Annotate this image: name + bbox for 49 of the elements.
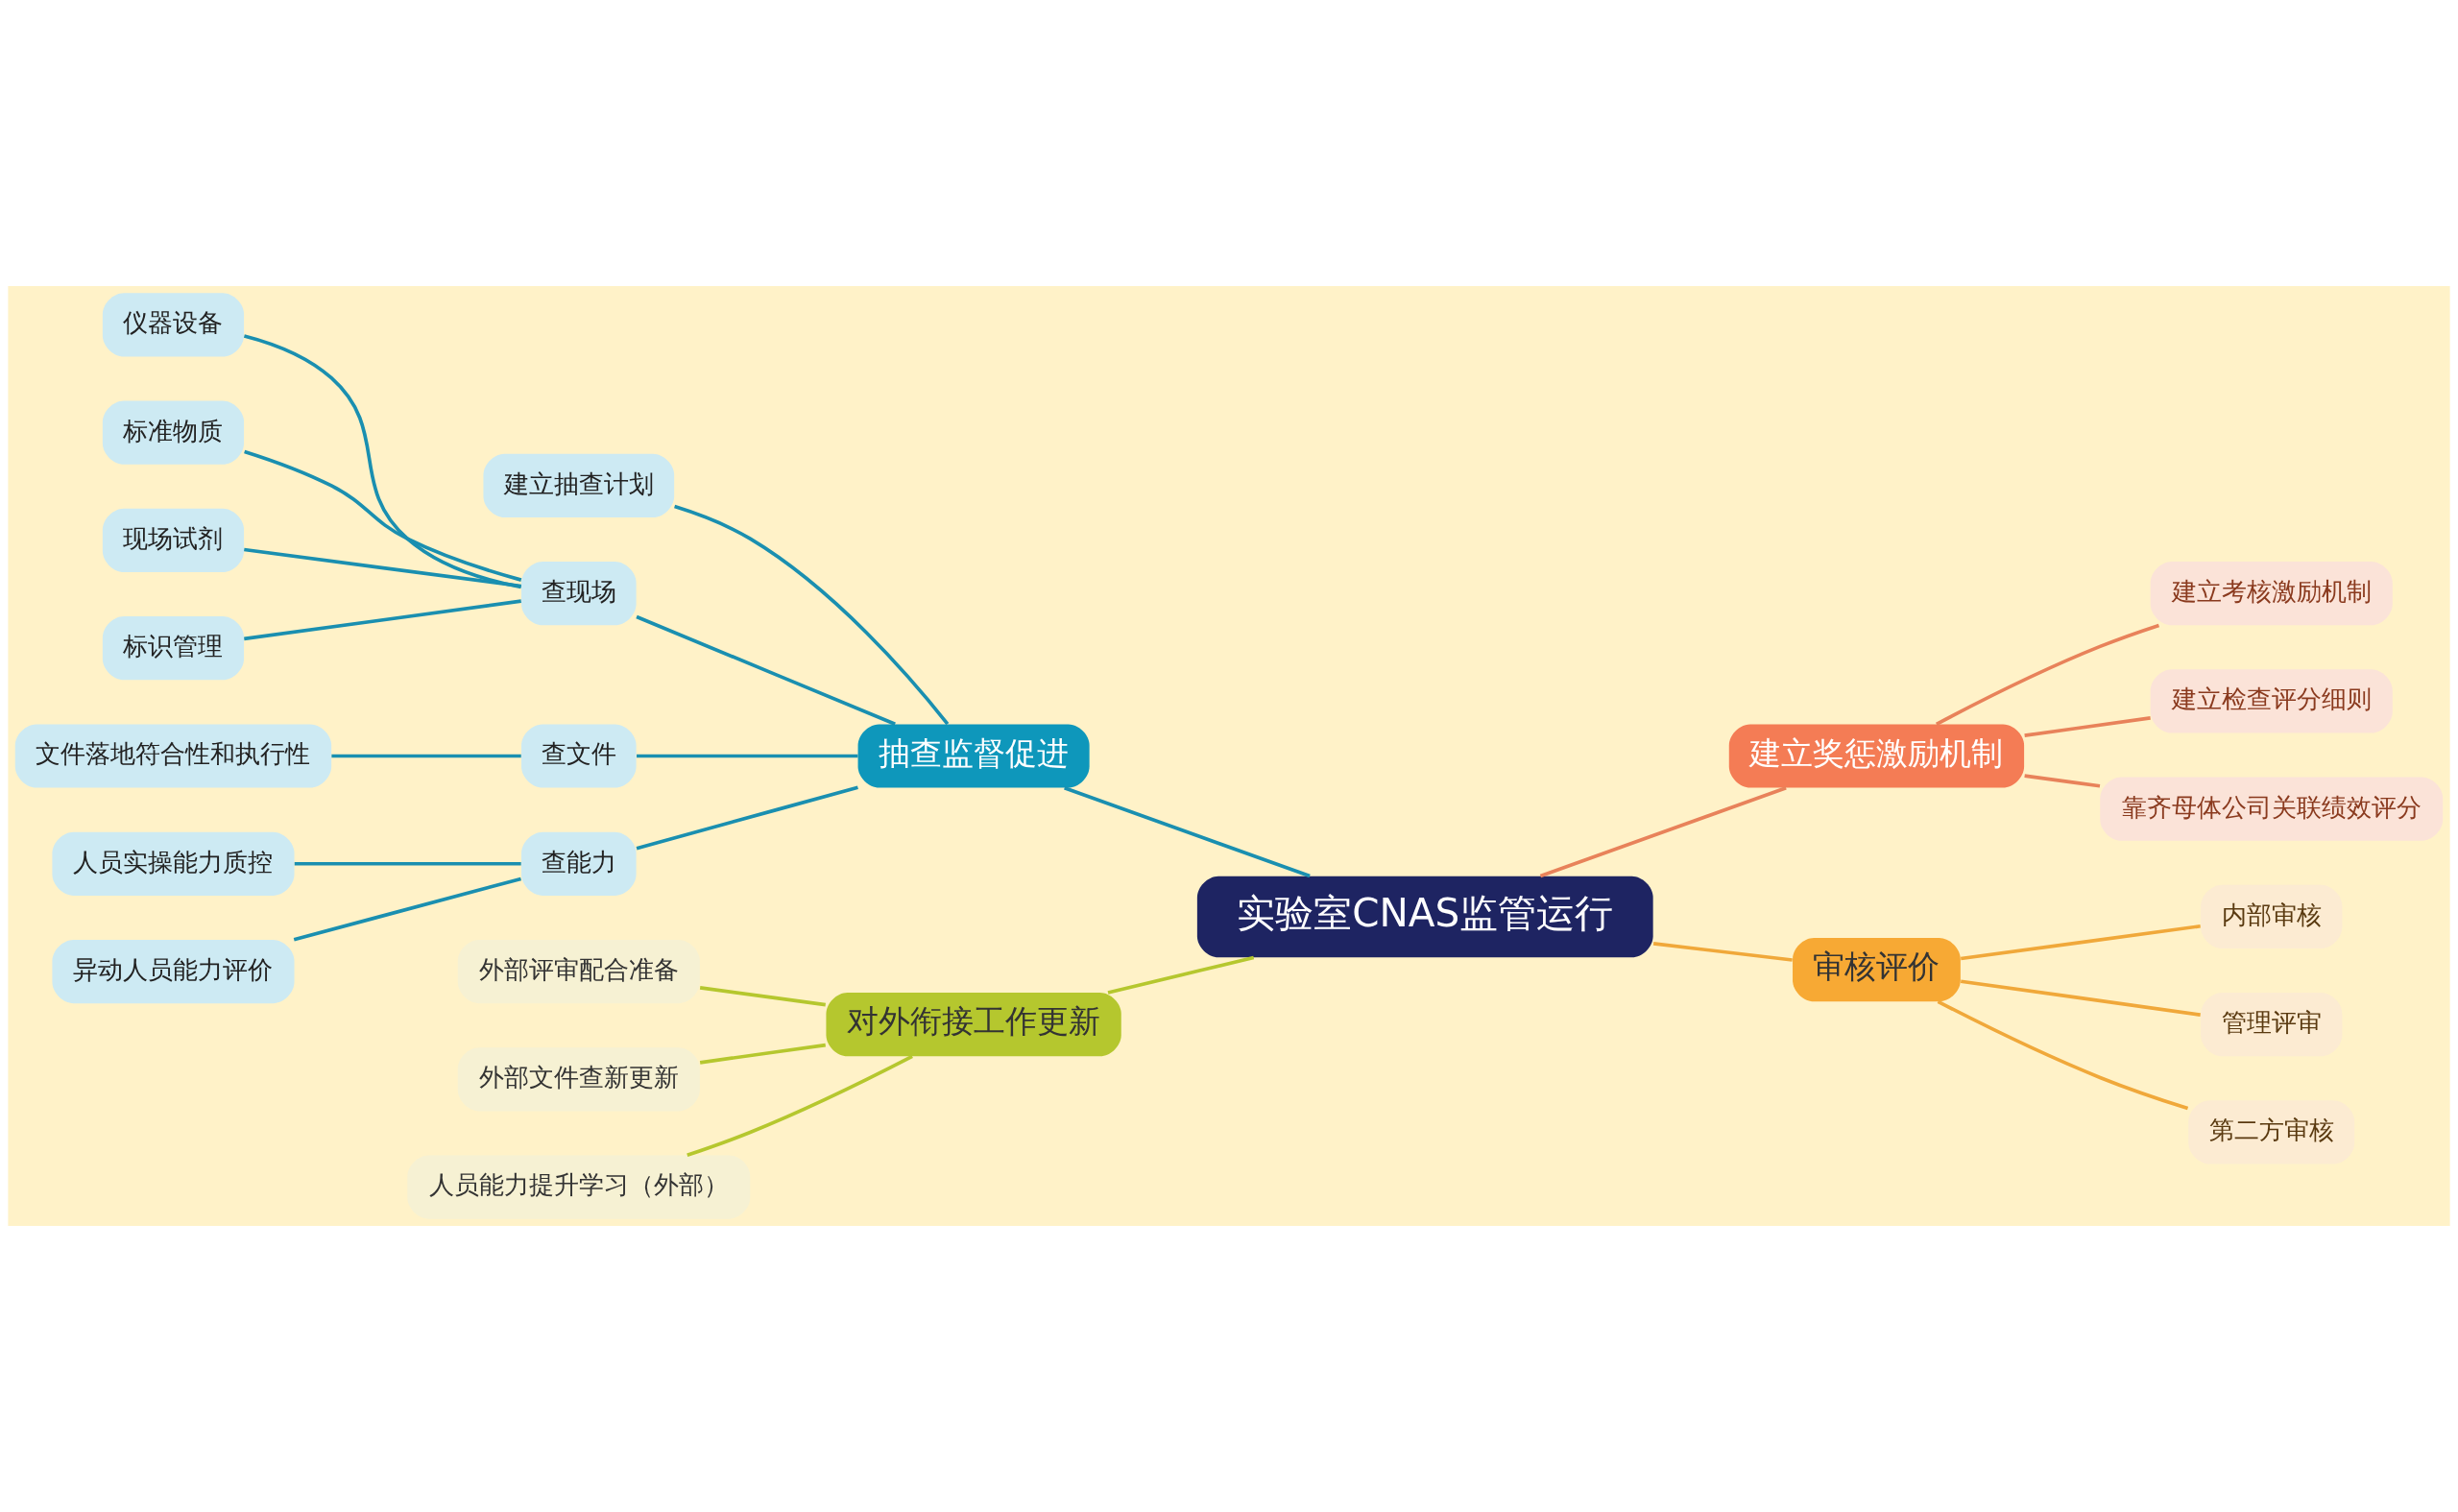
node-box: 抽查监督促进 xyxy=(857,724,1090,788)
connector xyxy=(1107,955,1255,995)
connector xyxy=(687,1054,913,1157)
connector xyxy=(244,449,522,582)
connector xyxy=(1937,999,2189,1111)
node-box: 查文件 xyxy=(521,724,637,788)
node-box: 内部审核 xyxy=(2201,884,2343,949)
connector xyxy=(699,1043,826,1065)
node-box: 实验室CNAS监管运行 xyxy=(1196,876,1653,958)
node-box: 建立考核激励机制 xyxy=(2150,562,2393,626)
node-box: 仪器设备 xyxy=(102,293,245,357)
connector xyxy=(1960,979,2201,1017)
node-box: 标准物质 xyxy=(102,400,245,465)
node-box: 第二方审核 xyxy=(2188,1100,2355,1164)
node-box: 异动人员能力评价 xyxy=(52,939,295,1004)
connector xyxy=(1936,623,2160,726)
node-box: 对外衔接工作更新 xyxy=(826,993,1121,1057)
connector xyxy=(294,861,521,866)
connector xyxy=(1960,924,2201,961)
connector xyxy=(637,754,858,758)
node-box: 人员实操能力质控 xyxy=(52,831,295,896)
connector xyxy=(244,547,521,588)
node-box: 查能力 xyxy=(521,831,637,896)
node-box: 现场试剂 xyxy=(102,508,245,573)
connector xyxy=(674,504,950,726)
node-box: 标识管理 xyxy=(102,616,245,681)
node-box: 靠齐母体公司关联绩效评分 xyxy=(2100,777,2444,841)
connector xyxy=(2024,774,2101,788)
connector xyxy=(636,614,896,726)
node-box: 外部评审配合准备 xyxy=(457,939,700,1004)
node-box: 管理评审 xyxy=(2201,993,2343,1057)
connector xyxy=(699,986,826,1007)
node-box: 建立奖惩激励机制 xyxy=(1728,724,2025,788)
node-box: 审核评价 xyxy=(1793,938,1961,1002)
node-box: 建立抽查计划 xyxy=(483,453,675,518)
connector xyxy=(1652,942,1793,962)
node-box: 查现场 xyxy=(521,562,637,626)
connector xyxy=(293,876,521,942)
connector xyxy=(1064,786,1311,878)
node-box: 外部文件查新更新 xyxy=(457,1047,700,1112)
node-box: 文件落地符合性和执行性 xyxy=(14,724,332,788)
node-box: 建立检查评分细则 xyxy=(2150,669,2393,733)
connector xyxy=(331,754,521,758)
connector xyxy=(244,599,521,641)
node-box: 人员能力提升学习（外部） xyxy=(407,1155,751,1219)
connector xyxy=(636,785,858,851)
connector xyxy=(1539,785,1787,878)
connector xyxy=(2024,716,2151,737)
connector xyxy=(243,334,521,589)
